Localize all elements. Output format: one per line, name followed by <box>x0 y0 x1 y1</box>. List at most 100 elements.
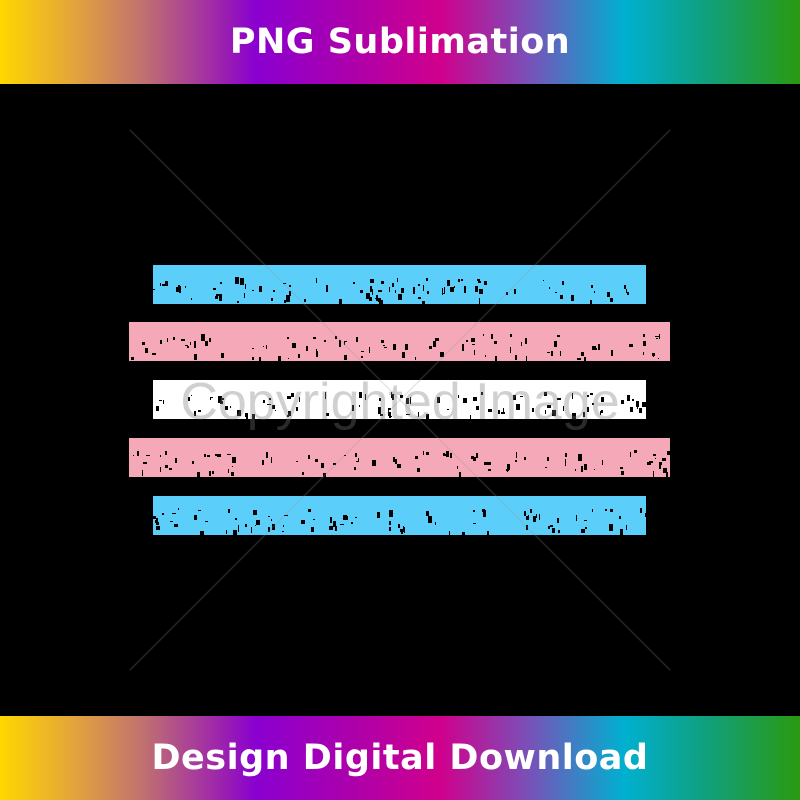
distress-speck <box>283 514 288 517</box>
distress-speck <box>209 397 211 400</box>
distress-speck <box>315 350 319 357</box>
distress-speck <box>580 466 584 472</box>
distress-speck <box>609 523 613 531</box>
distress-speck <box>164 451 167 456</box>
distress-speck <box>387 409 390 417</box>
distress-speck <box>132 454 134 456</box>
distress-speck <box>527 514 529 518</box>
distress-speck <box>173 337 175 341</box>
distress-speck <box>253 509 257 515</box>
distress-speck <box>417 412 420 417</box>
distress-speck <box>641 402 646 407</box>
distress-speck <box>287 396 291 399</box>
distress-speck <box>136 450 139 457</box>
distress-speck <box>262 460 265 465</box>
distress-speck <box>332 520 336 527</box>
distress-speck <box>542 280 545 282</box>
distress-speck <box>590 285 593 288</box>
flag-stripe-white <box>153 380 646 419</box>
distress-speck <box>204 520 209 522</box>
distress-speck <box>393 457 395 463</box>
distress-speck <box>415 456 418 460</box>
distress-speck <box>655 457 657 460</box>
distress-speck <box>471 337 475 342</box>
distress-speck <box>427 290 429 294</box>
distress-speck <box>503 408 505 415</box>
distress-speck <box>244 284 246 289</box>
distress-speck <box>471 455 475 459</box>
distress-speck <box>536 514 538 518</box>
distress-speck <box>647 461 651 465</box>
distress-speck <box>390 392 393 399</box>
distress-speck <box>340 524 344 526</box>
distress-speck <box>572 413 576 419</box>
distress-speck <box>410 397 412 404</box>
distress-speck <box>625 524 628 529</box>
distress-speck <box>162 400 165 405</box>
distress-speck <box>156 522 160 525</box>
distress-speck <box>432 341 437 347</box>
distress-speck <box>472 522 477 525</box>
distress-speck <box>274 410 277 412</box>
distress-speck <box>243 292 246 299</box>
distress-speck <box>382 344 385 347</box>
distress-speck <box>435 521 437 525</box>
distress-speck <box>663 467 668 474</box>
distress-speck <box>592 346 596 350</box>
distress-speck <box>360 350 365 353</box>
distress-speck <box>314 459 318 463</box>
distress-speck <box>609 297 614 303</box>
bottom-banner: Design Digital Download <box>0 716 800 800</box>
distress-speck <box>232 456 237 464</box>
distress-speck <box>159 282 161 286</box>
distress-speck <box>359 290 363 293</box>
distress-speck <box>356 460 359 462</box>
distress-speck <box>428 346 433 350</box>
distress-speck <box>554 291 558 294</box>
distress-speck <box>523 511 526 516</box>
distress-speck <box>266 345 268 350</box>
distress-speck <box>556 517 560 524</box>
distress-speck <box>254 525 257 527</box>
distress-speck <box>215 453 218 456</box>
distress-speck <box>366 293 371 300</box>
distress-speck <box>142 342 146 346</box>
distress-speck <box>369 297 372 301</box>
distress-speck <box>189 341 192 346</box>
distress-speck <box>250 526 253 534</box>
distress-speck <box>398 524 400 528</box>
distress-speck <box>589 393 593 396</box>
distress-speck <box>513 394 517 401</box>
distress-speck <box>548 286 550 290</box>
distress-speck <box>211 470 215 475</box>
distress-speck <box>538 514 541 520</box>
distress-speck <box>143 461 147 464</box>
distress-speck <box>268 397 271 401</box>
distress-speck <box>417 468 421 473</box>
distress-speck <box>557 334 560 338</box>
distress-speck <box>562 281 565 285</box>
distress-speck <box>441 287 444 295</box>
distress-speck <box>480 392 484 396</box>
distress-speck <box>324 392 327 399</box>
distress-speck <box>531 407 535 412</box>
distress-speck <box>379 300 383 304</box>
distress-speck <box>259 286 263 292</box>
distress-speck <box>301 520 305 524</box>
distress-speck <box>296 461 298 463</box>
distress-speck <box>278 356 281 364</box>
distress-speck <box>584 464 587 471</box>
distress-speck <box>334 336 338 339</box>
distress-speck <box>227 508 231 513</box>
distress-speck <box>272 523 275 531</box>
distress-speck <box>252 414 255 421</box>
distress-speck <box>220 398 224 400</box>
distress-speck <box>393 343 396 351</box>
distress-speck <box>290 393 295 398</box>
distress-speck <box>478 297 481 304</box>
distress-speck <box>175 458 177 464</box>
distress-speck <box>594 469 596 471</box>
distress-speck <box>159 467 162 473</box>
distress-speck <box>474 286 478 293</box>
distress-speck <box>426 277 429 281</box>
